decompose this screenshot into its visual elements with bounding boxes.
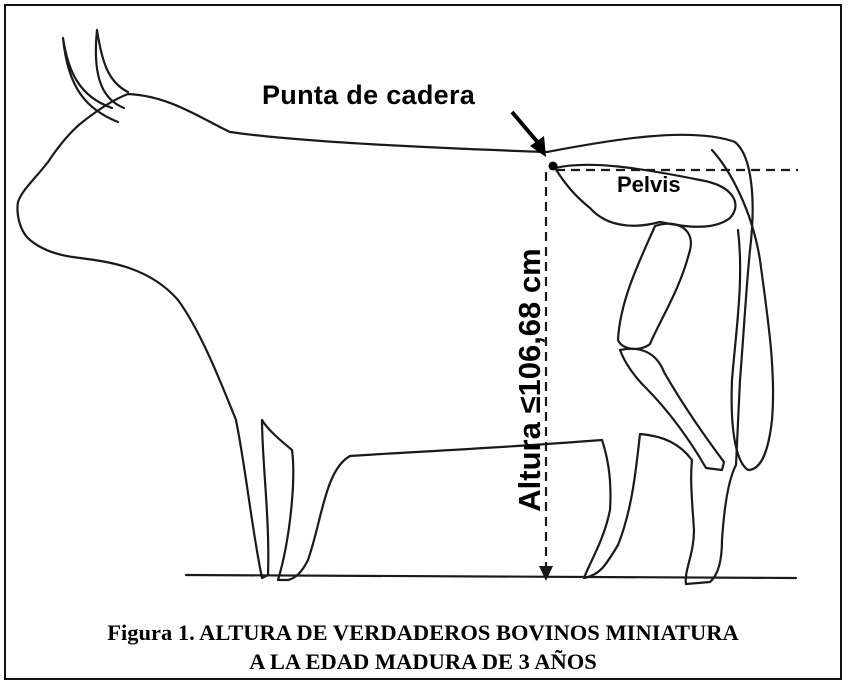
height-label: Altura ≤106,68 cm xyxy=(512,248,547,512)
tail xyxy=(710,148,775,472)
pelvis-bone xyxy=(553,163,737,228)
caption-line-2: A LA EDAD MADURA DE 3 AÑOS xyxy=(249,649,597,674)
figure-frame xyxy=(4,4,842,680)
horn-right xyxy=(94,28,130,110)
pelvis-label: Pelvis xyxy=(617,172,681,197)
hip-arrow xyxy=(510,110,558,171)
hip-point-label: Punta de cadera xyxy=(262,80,476,110)
bull-outline xyxy=(16,92,754,586)
horn-left xyxy=(61,36,120,124)
height-arrow-head xyxy=(539,566,553,581)
ground-line xyxy=(184,573,798,580)
caption-line-1: Figura 1. ALTURA DE VERDADEROS BOVINOS M… xyxy=(107,620,739,645)
figure-caption: Figura 1. ALTURA DE VERDADEROS BOVINOS M… xyxy=(6,618,840,676)
tibia-bone xyxy=(618,347,726,472)
femur-bone xyxy=(616,222,693,350)
